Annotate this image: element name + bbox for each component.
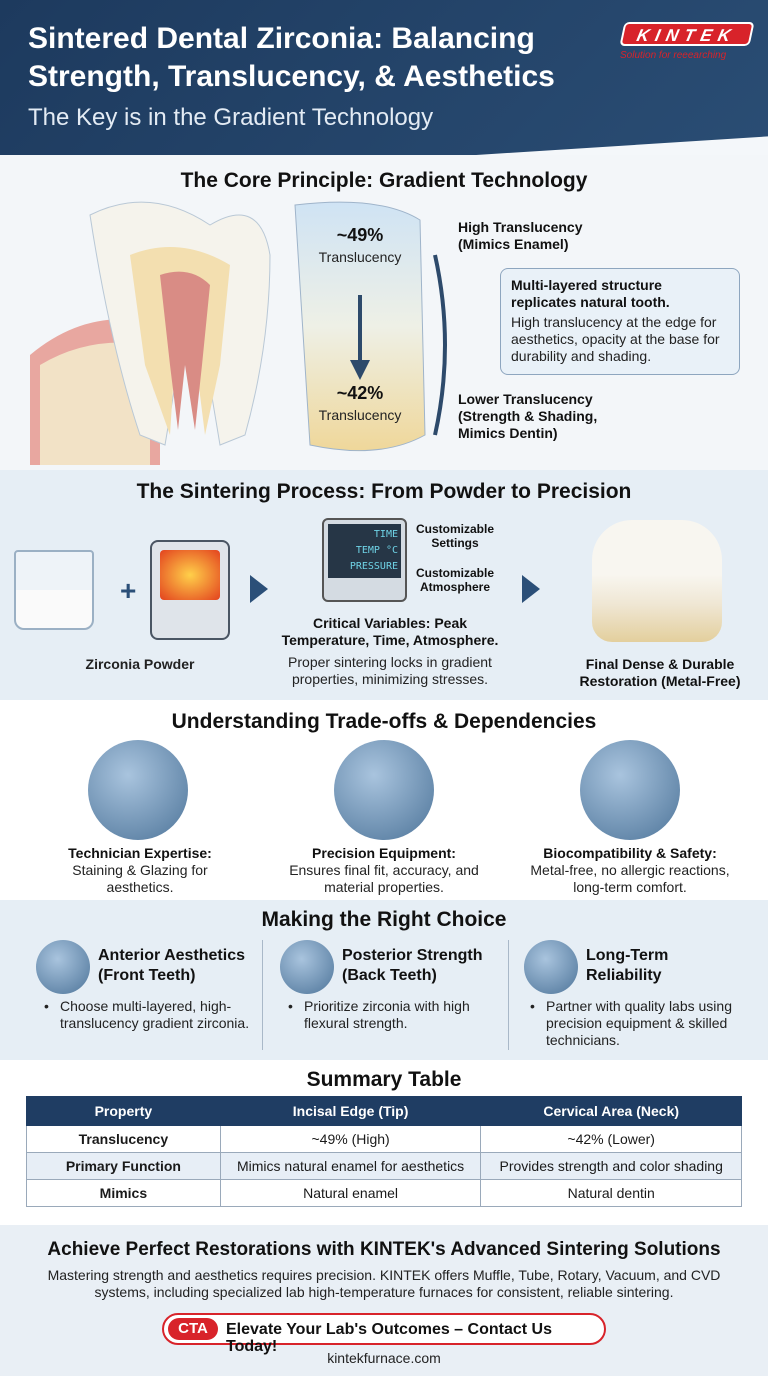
furnace-check-icon (334, 740, 434, 840)
tradeoff-title-3: Biocompatibility & Safety: (543, 845, 717, 861)
table-cell: Translucency (26, 1125, 221, 1153)
page-title: Sintered Dental Zirconia: Balancing Stre… (28, 22, 555, 93)
cta-text: Elevate Your Lab's Outcomes – Contact Us… (226, 1321, 552, 1355)
tradeoff-text-2: Ensures final fit, accuracy, and materia… (289, 862, 479, 895)
table-cell: Provides strength and color shading (480, 1152, 742, 1180)
kintek-logo: KINTEK (619, 22, 755, 46)
footer-heading: Achieve Perfect Restorations with KINTEK… (47, 1239, 721, 1260)
choice-bullet-3: •Partner with quality labs using precisi… (530, 998, 732, 1048)
logo-tagline: Solution for reeearching (620, 50, 727, 61)
plus-icon: + (120, 575, 137, 606)
choice-bullet-text-1: Choose multi-layered, high-translucency … (60, 998, 250, 1031)
column-header: Incisal Edge (Tip) (219, 1096, 482, 1126)
tooth-cross-section-illustration (30, 201, 447, 465)
table-cell: ~42% (Lower) (480, 1125, 742, 1153)
summary-heading: Summary Table (306, 1068, 462, 1091)
table-cell: Primary Function (26, 1152, 221, 1180)
process-arrow-icon (250, 575, 268, 603)
choice-bullet-text-3: Partner with quality labs using precisio… (546, 998, 732, 1048)
powder-beaker-icon (14, 550, 94, 630)
website-link[interactable]: kintekfurnace.com (327, 1350, 441, 1366)
bottom-translucency-label: Translucency (318, 407, 402, 423)
tradeoff-text-1: Staining & Glazing for aesthetics. (72, 862, 208, 895)
handshake-icon (524, 940, 578, 994)
info-box-title: Multi-layered structure replicates natur… (511, 277, 670, 310)
display-temp: TEMP °C (355, 545, 398, 556)
tradeoff-title-2: Precision Equipment: (312, 845, 456, 861)
crown-restoration-icon (592, 520, 722, 642)
choice-bullet-text-2: Prioritize zirconia with high flexural s… (304, 998, 470, 1031)
table-cell: Natural enamel (219, 1179, 482, 1207)
process-arrow-icon-2 (522, 575, 540, 603)
sintering-section: The Sintering Process: From Powder to Pr… (0, 470, 768, 700)
flame-icon (160, 550, 220, 600)
info-box-text: High translucency at the edge for aesthe… (511, 314, 720, 364)
control-panel: TIME TEMP °C PRESSURE (322, 518, 407, 602)
table-row: Translucency~49% (High)~42% (Lower) (26, 1125, 742, 1153)
summary-table: Property Incisal Edge (Tip) Cervical Are… (26, 1096, 742, 1207)
high-translucency-label: High Translucency (Mimics Enamel) (458, 219, 583, 252)
summary-section: Summary Table Property Incisal Edge (Tip… (0, 1060, 768, 1225)
powder-label: Zirconia Powder (85, 656, 195, 672)
choice-bullet-1: •Choose multi-layered, high-translucency… (44, 998, 250, 1031)
footer-section: Achieve Perfect Restorations with KINTEK… (0, 1225, 768, 1376)
top-translucency-label: Translucency (318, 249, 402, 265)
choice-title-1: Anterior Aesthetics (Front Teeth) (98, 947, 245, 984)
table-cell: ~49% (High) (219, 1125, 482, 1153)
final-restoration-label: Final Dense & Durable Restoration (Metal… (579, 656, 741, 689)
display-pressure: PRESSURE (349, 561, 398, 572)
tradeoff-text-3: Metal-free, no allergic reactions, long-… (530, 862, 730, 895)
table-cell: Natural dentin (480, 1179, 742, 1207)
choice-title-3: Long-Term Reliability (586, 947, 669, 984)
variables-title: Critical Variables: Peak Temperature, Ti… (281, 615, 499, 648)
core-heading: The Core Principle: Gradient Technology (180, 169, 588, 192)
bottom-translucency-value: ~42% (336, 383, 384, 403)
molar-icon (280, 940, 334, 994)
display-time: TIME (373, 529, 398, 540)
low-translucency-label: Lower Translucency (Strength & Shading, … (458, 391, 598, 441)
divider (262, 940, 263, 1050)
choice-heading: Making the Right Choice (261, 908, 507, 931)
table-cell: Mimics (26, 1179, 221, 1207)
column-header: Property (26, 1096, 221, 1126)
tradeoffs-heading: Understanding Trade-offs & Dependencies (171, 710, 597, 733)
footer-text: Mastering strength and aesthetics requir… (47, 1267, 721, 1300)
settings-label: Customizable Settings (415, 522, 494, 550)
choice-title-2: Posterior Strength (Back Teeth) (342, 947, 483, 984)
cta-badge: CTA (168, 1318, 218, 1340)
choice-section: Making the Right Choice Anterior Aesthet… (0, 900, 768, 1060)
brush-icon (88, 740, 188, 840)
table-header-row: Property Incisal Edge (Tip) Cervical Are… (26, 1096, 742, 1126)
top-translucency-value: ~49% (336, 225, 384, 245)
tooth-shield-icon (580, 740, 680, 840)
multilayer-info-box: Multi-layered structure replicates natur… (500, 268, 740, 375)
contact-cta-button[interactable]: CTA Elevate Your Lab's Outcomes – Contac… (162, 1313, 606, 1355)
page-subtitle: The Key is in the Gradient Technology (28, 104, 434, 131)
atmosphere-label: Customizable Atmosphere (415, 566, 494, 594)
variables-text: Proper sintering locks in gradient prope… (288, 654, 492, 687)
divider (508, 940, 509, 1050)
choice-bullet-2: •Prioritize zirconia with high flexural … (288, 998, 470, 1031)
tradeoff-title-1: Technician Expertise: (68, 845, 212, 861)
front-tooth-icon (36, 940, 90, 994)
sintering-heading: The Sintering Process: From Powder to Pr… (136, 480, 632, 503)
column-header: Cervical Area (Neck) (480, 1096, 742, 1126)
tradeoffs-section: Understanding Trade-offs & Dependencies … (0, 700, 768, 900)
table-cell: Mimics natural enamel for aesthetics (219, 1152, 482, 1180)
furnace-icon (150, 540, 230, 640)
core-section: The Core Principle: Gradient Technology … (0, 155, 768, 470)
